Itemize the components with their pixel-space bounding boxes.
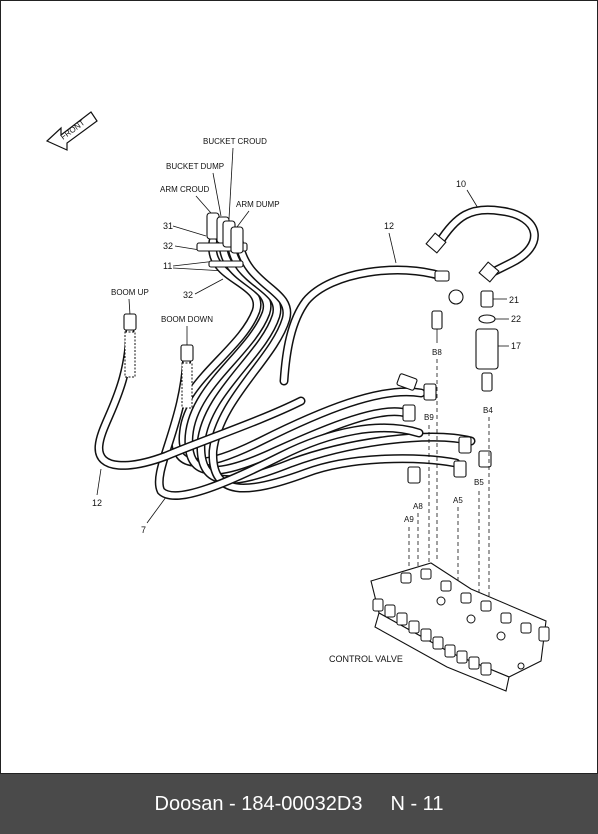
callout-17: 17 bbox=[511, 341, 521, 351]
port-b5: B5 bbox=[474, 478, 484, 487]
footer-part-ref: Doosan - 184-00032D3 bbox=[154, 792, 363, 815]
port-a9: A9 bbox=[404, 515, 414, 524]
boom-down-fitting bbox=[180, 344, 194, 409]
label-boom-down: BOOM DOWN bbox=[161, 315, 213, 324]
port-b9: B9 bbox=[424, 413, 434, 422]
check-valve-assembly bbox=[475, 290, 499, 392]
fitting-a8 bbox=[407, 466, 421, 484]
o-ring-22 bbox=[478, 314, 496, 324]
port-connection-lines bbox=[408, 359, 490, 601]
fitting-b8-elbow bbox=[448, 289, 464, 305]
fitting-a5 bbox=[453, 460, 467, 478]
boom-up-fitting bbox=[123, 313, 137, 378]
leader-bucket-dump bbox=[212, 172, 222, 217]
leader-12-top bbox=[388, 232, 397, 264]
hose-bundle-7 bbox=[154, 236, 476, 500]
callout-31: 31 bbox=[163, 221, 173, 231]
label-bucket-croud: BUCKET CROUD bbox=[203, 137, 267, 146]
hose-12-top bbox=[279, 265, 464, 386]
fitting-b9 bbox=[423, 383, 437, 401]
callout-12-bottom: 12 bbox=[92, 498, 102, 508]
hose-10 bbox=[425, 205, 539, 283]
hydraulic-diagram: FRONT BUCKET CROUD BUCKET DUMP ARM CROUD… bbox=[45, 111, 550, 692]
callout-10: 10 bbox=[456, 179, 466, 189]
leader-12-bottom bbox=[96, 468, 102, 496]
footer-page-number: N - 11 bbox=[390, 792, 444, 815]
leader-boom-up bbox=[128, 298, 131, 316]
label-arm-dump: ARM DUMP bbox=[236, 200, 280, 209]
bundle-fittings bbox=[196, 212, 248, 268]
callout-32-bottom: 32 bbox=[183, 290, 193, 300]
port-b8: B8 bbox=[432, 348, 442, 357]
front-arrow: FRONT bbox=[45, 111, 98, 151]
leader-arm-croud bbox=[195, 195, 212, 214]
fitting-b8 bbox=[431, 310, 443, 343]
label-boom-up: BOOM UP bbox=[111, 288, 149, 297]
hose-12-bottom bbox=[94, 316, 306, 470]
callout-21: 21 bbox=[509, 295, 519, 305]
control-valve bbox=[370, 562, 550, 692]
diagram-frame: FRONT BUCKET CROUD BUCKET DUMP ARM CROUD… bbox=[0, 0, 598, 774]
callout-32-top: 32 bbox=[163, 241, 173, 251]
valve-hose-ends bbox=[396, 373, 492, 484]
footer-bar: Doosan - 184-00032D3 N - 11 bbox=[0, 774, 598, 834]
fitting-arm-dump bbox=[230, 226, 244, 254]
callout-11: 11 bbox=[163, 261, 172, 271]
fitting-b5 bbox=[478, 450, 492, 468]
check-valve-17 bbox=[475, 328, 499, 370]
fitting-b4 bbox=[481, 372, 493, 392]
leader-11b bbox=[172, 267, 226, 272]
fitting-10b bbox=[478, 261, 500, 283]
port-a5: A5 bbox=[453, 496, 463, 505]
callout-12-top: 12 bbox=[384, 221, 394, 231]
port-b4: B4 bbox=[483, 406, 493, 415]
clamp-11 bbox=[208, 260, 244, 268]
leader-bucket-croud bbox=[228, 147, 234, 220]
leader-31 bbox=[172, 225, 207, 237]
label-bucket-dump: BUCKET DUMP bbox=[166, 162, 224, 171]
leader-32-bottom bbox=[194, 278, 224, 295]
callout-22: 22 bbox=[511, 314, 521, 324]
label-arm-croud: ARM CROUD bbox=[160, 185, 210, 194]
control-valve-label: CONTROL VALVE bbox=[329, 654, 403, 664]
fitting-10a bbox=[425, 232, 447, 254]
leader-arm-dump bbox=[236, 210, 250, 228]
port-a8: A8 bbox=[413, 502, 423, 511]
fitting-12 bbox=[434, 270, 450, 282]
callout-7: 7 bbox=[141, 525, 146, 535]
fitting-21 bbox=[480, 290, 494, 308]
